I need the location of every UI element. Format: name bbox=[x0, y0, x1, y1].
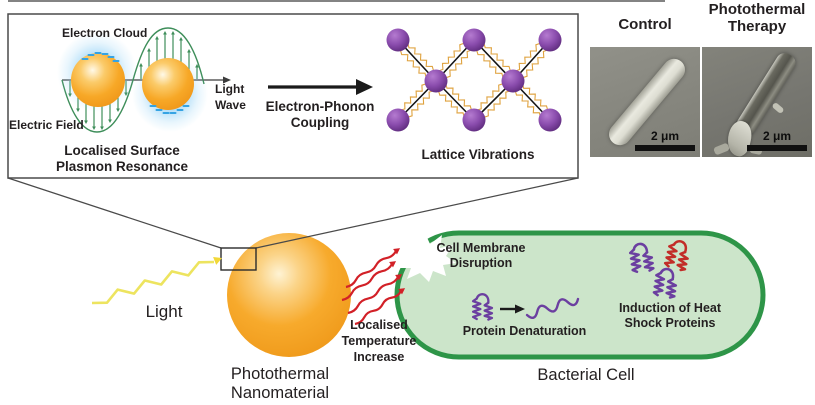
electron-dashes bbox=[81, 52, 190, 114]
coupling-arrow bbox=[268, 79, 373, 95]
control-title: Control bbox=[618, 16, 672, 33]
nanoparticle-sphere bbox=[71, 53, 125, 107]
lspr-caption: Localised Surface Plasmon Resonance bbox=[55, 143, 189, 175]
light-label: Light bbox=[145, 302, 183, 321]
heat-arrows bbox=[341, 248, 406, 326]
heat-shock-label: Induction of Heat Shock Proteins bbox=[618, 301, 722, 330]
lattice-atom-sphere bbox=[501, 69, 525, 93]
zoom-callout bbox=[7, 177, 579, 271]
field-up-arrowhead-icon bbox=[171, 31, 175, 35]
lattice-atom-sphere bbox=[462, 28, 486, 52]
field-down-arrowhead-icon bbox=[100, 126, 104, 130]
electric-field-label: Electric Field bbox=[9, 118, 84, 132]
membrane-disruption-label: Cell Membrane Disruption bbox=[436, 241, 526, 270]
nanomaterial-label: Photothermal Nanomaterial bbox=[230, 365, 330, 403]
photothermal-nanoparticle-sphere bbox=[227, 233, 351, 357]
lattice-caption: Lattice Vibrations bbox=[421, 147, 535, 162]
field-up-arrowhead-icon bbox=[187, 49, 191, 53]
lspr-schematic bbox=[57, 27, 231, 133]
therapy-title: Photothermal Therapy bbox=[708, 1, 806, 36]
nanoparticle-sphere bbox=[142, 58, 194, 110]
heat-shock-protein bbox=[663, 240, 689, 272]
lattice-atom-sphere bbox=[538, 108, 562, 132]
scalebar-control-label: 2 μm bbox=[650, 128, 680, 143]
scalebar-therapy-label: 2 μm bbox=[762, 128, 792, 143]
field-down-arrowhead-icon bbox=[116, 108, 120, 112]
sem-image-control: 2 μm bbox=[590, 47, 700, 157]
lattice-atom-sphere bbox=[424, 69, 448, 93]
field-up-arrowhead-icon bbox=[147, 48, 151, 52]
field-up-arrowhead-icon bbox=[163, 31, 167, 35]
coupling-arrowhead-icon bbox=[356, 79, 373, 95]
coupling-label: Electron-Phonon Coupling bbox=[265, 99, 375, 131]
cell-debris bbox=[713, 142, 730, 156]
denaturation-arrowhead-icon bbox=[515, 304, 525, 314]
scalebar-therapy-bar bbox=[747, 145, 807, 151]
denatured-protein bbox=[525, 297, 580, 320]
bacterial-cell-graphic bbox=[394, 230, 766, 360]
field-up-arrowhead-icon bbox=[179, 37, 183, 41]
cell-debris bbox=[771, 101, 785, 115]
lattice-atom-sphere bbox=[538, 28, 562, 52]
sem-image-therapy: 2 μm bbox=[702, 47, 812, 157]
scalebar-control-bar bbox=[635, 145, 695, 151]
lattice-atom-sphere bbox=[386, 28, 410, 52]
heat-arrowhead-icon bbox=[395, 274, 403, 281]
membrane-disruption-burst bbox=[396, 231, 456, 282]
heat-arrowhead-icon bbox=[389, 261, 397, 268]
field-down-arrowhead-icon bbox=[76, 108, 80, 112]
field-down-arrowhead-icon bbox=[92, 126, 96, 130]
light-wave-label: Light Wave bbox=[215, 82, 246, 112]
heat-shock-protein bbox=[652, 267, 678, 299]
light-wave-arrowhead-icon bbox=[223, 76, 231, 84]
protein-graphics bbox=[471, 240, 689, 321]
light-arrowhead-icon bbox=[213, 257, 222, 265]
scalebar-control: 2 μm bbox=[635, 128, 695, 151]
folded-protein bbox=[471, 293, 494, 321]
lattice-vibrations-graphic bbox=[386, 28, 562, 132]
heat-arrowhead-icon bbox=[393, 248, 401, 255]
electron-cloud-label: Electron Cloud bbox=[62, 26, 148, 40]
temperature-label: Localised Temperature Increase bbox=[341, 318, 417, 364]
lattice-atom-sphere bbox=[386, 108, 410, 132]
heat-shock-protein bbox=[629, 242, 655, 274]
field-down-arrowhead-icon bbox=[108, 119, 112, 123]
protein-denaturation-label: Protein Denaturation bbox=[462, 324, 587, 338]
bacterial-cell-label: Bacterial Cell bbox=[537, 366, 635, 384]
field-down-arrowhead-icon bbox=[84, 120, 88, 124]
scalebar-therapy: 2 μm bbox=[747, 128, 807, 151]
field-up-arrowhead-icon bbox=[139, 63, 143, 67]
field-up-arrowhead-icon bbox=[155, 36, 159, 40]
light-arrow bbox=[91, 257, 222, 305]
lattice-atom-sphere bbox=[462, 108, 486, 132]
heat-arrowhead-icon bbox=[398, 288, 406, 295]
